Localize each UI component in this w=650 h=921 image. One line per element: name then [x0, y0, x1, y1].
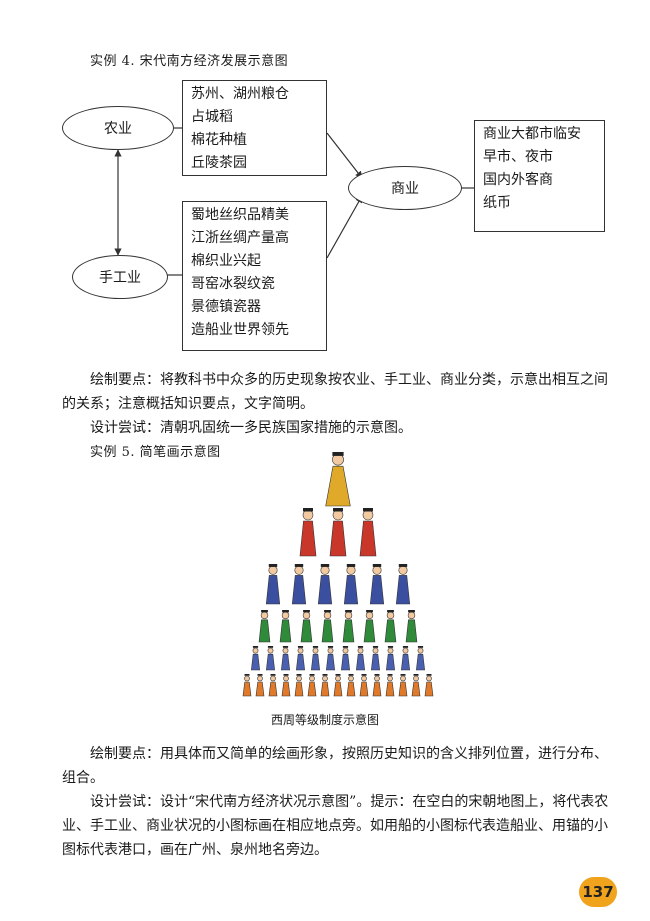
agri-item: 占城稻	[191, 109, 233, 125]
slave-figure	[255, 674, 265, 697]
commoner-figure	[371, 646, 380, 671]
commerce-box: 商业大都市临安 早市、夜市 国内外客商 纸币	[474, 120, 605, 232]
slave-figure	[242, 674, 252, 697]
handicraft-item: 棉织业兴起	[191, 253, 261, 269]
noble-figure	[299, 508, 317, 557]
commoner-figure	[296, 646, 305, 671]
agri-item: 苏州、湖州粮仓	[191, 86, 289, 102]
slave-figure	[333, 674, 343, 697]
slave-figure	[281, 674, 291, 697]
gentry-figure	[321, 610, 334, 643]
official-figure	[265, 564, 281, 605]
commoner-figure	[326, 646, 335, 671]
agriculture-label: 农业	[104, 121, 132, 137]
handicraft-label: 手工业	[99, 270, 141, 286]
example5-caption: 实例 5. 简笔画示意图	[90, 445, 221, 460]
commoner-figure	[311, 646, 320, 671]
western-zhou-hierarchy-figure	[242, 452, 434, 697]
handicraft-item: 造船业世界领先	[191, 322, 289, 338]
drawing-tips-2: 绘制要点：用具体而又简单的绘画形象，按照历史知识的含义排列位置，进行分布、组合。	[62, 746, 608, 786]
figure-caption: 西周等级制度示意图	[270, 713, 379, 727]
slave-figure	[372, 674, 382, 697]
slave-figure	[307, 674, 317, 697]
gentry-figure	[300, 610, 313, 643]
design-try-2: 设计尝试：设计“宋代南方经济状况示意图”。提示：在空白的宋朝地图上，将代表农业、…	[62, 794, 609, 858]
handicraft-item: 哥窑冰裂纹瓷	[191, 276, 275, 292]
official-figure	[317, 564, 333, 605]
slave-figure	[398, 674, 408, 697]
handicraft-to-commerce-arrow	[326, 195, 363, 259]
example4-caption: 实例 4. 宋代南方经济发展示意图	[90, 54, 289, 69]
official-figure	[343, 564, 359, 605]
commerce-oval: 商业	[348, 166, 462, 210]
slave-figure	[359, 674, 369, 697]
design-try-1: 设计尝试：清朝巩固统一多民族国家措施的示意图。	[90, 420, 412, 436]
commoner-figure	[281, 646, 290, 671]
drawing-tips-1: 绘制要点：将教科书中众多的历史现象按农业、手工业、商业分类，示意出相互之间的关系…	[62, 372, 608, 412]
slave-figure	[411, 674, 421, 697]
gentry-figure	[405, 610, 418, 643]
page-number: 137	[582, 883, 614, 901]
handicraft-item: 江浙丝绸产量高	[191, 230, 289, 246]
commoner-figure	[416, 646, 425, 671]
handicraft-item: 景德镇瓷器	[191, 299, 261, 315]
noble-figure	[329, 508, 347, 557]
commoner-figure	[341, 646, 350, 671]
gentry-figure	[258, 610, 271, 643]
official-figure	[395, 564, 411, 605]
slave-figure	[268, 674, 278, 697]
slave-figure	[385, 674, 395, 697]
noble-figure	[359, 508, 377, 557]
handicraft-item: 蜀地丝织品精美	[191, 207, 289, 223]
commoner-figure	[266, 646, 275, 671]
commerce-item: 商业大都市临安	[483, 126, 581, 142]
commoner-figure	[386, 646, 395, 671]
gentry-figure	[342, 610, 355, 643]
handicraft-oval: 手工业	[72, 255, 168, 299]
page-number-badge: 137	[579, 877, 617, 907]
gentry-figure	[384, 610, 397, 643]
gentry-figure	[363, 610, 376, 643]
commerce-item: 国内外客商	[483, 172, 553, 188]
commerce-item: 纸币	[483, 195, 511, 211]
gentry-figure	[279, 610, 292, 643]
slave-figure	[294, 674, 304, 697]
agriculture-box: 苏州、湖州粮仓 占城稻 棉花种植 丘陵茶园	[182, 80, 327, 176]
official-figure	[291, 564, 307, 605]
agri-item: 丘陵茶园	[191, 155, 247, 171]
slave-figure	[424, 674, 434, 697]
slave-figure	[346, 674, 356, 697]
slave-figure	[320, 674, 330, 697]
commoner-figure	[401, 646, 410, 671]
agri-to-commerce-arrow	[326, 132, 363, 179]
agriculture-oval: 农业	[62, 106, 174, 150]
agri-item: 棉花种植	[191, 132, 247, 148]
commoner-figure	[356, 646, 365, 671]
commoner-figure	[251, 646, 260, 671]
handicraft-box: 蜀地丝织品精美 江浙丝绸产量高 棉织业兴起 哥窑冰裂纹瓷 景德镇瓷器 造船业世界…	[182, 201, 327, 351]
official-figure	[369, 564, 385, 605]
commerce-label: 商业	[391, 181, 419, 197]
king-figure	[325, 452, 351, 507]
commerce-item: 早市、夜市	[483, 149, 553, 165]
